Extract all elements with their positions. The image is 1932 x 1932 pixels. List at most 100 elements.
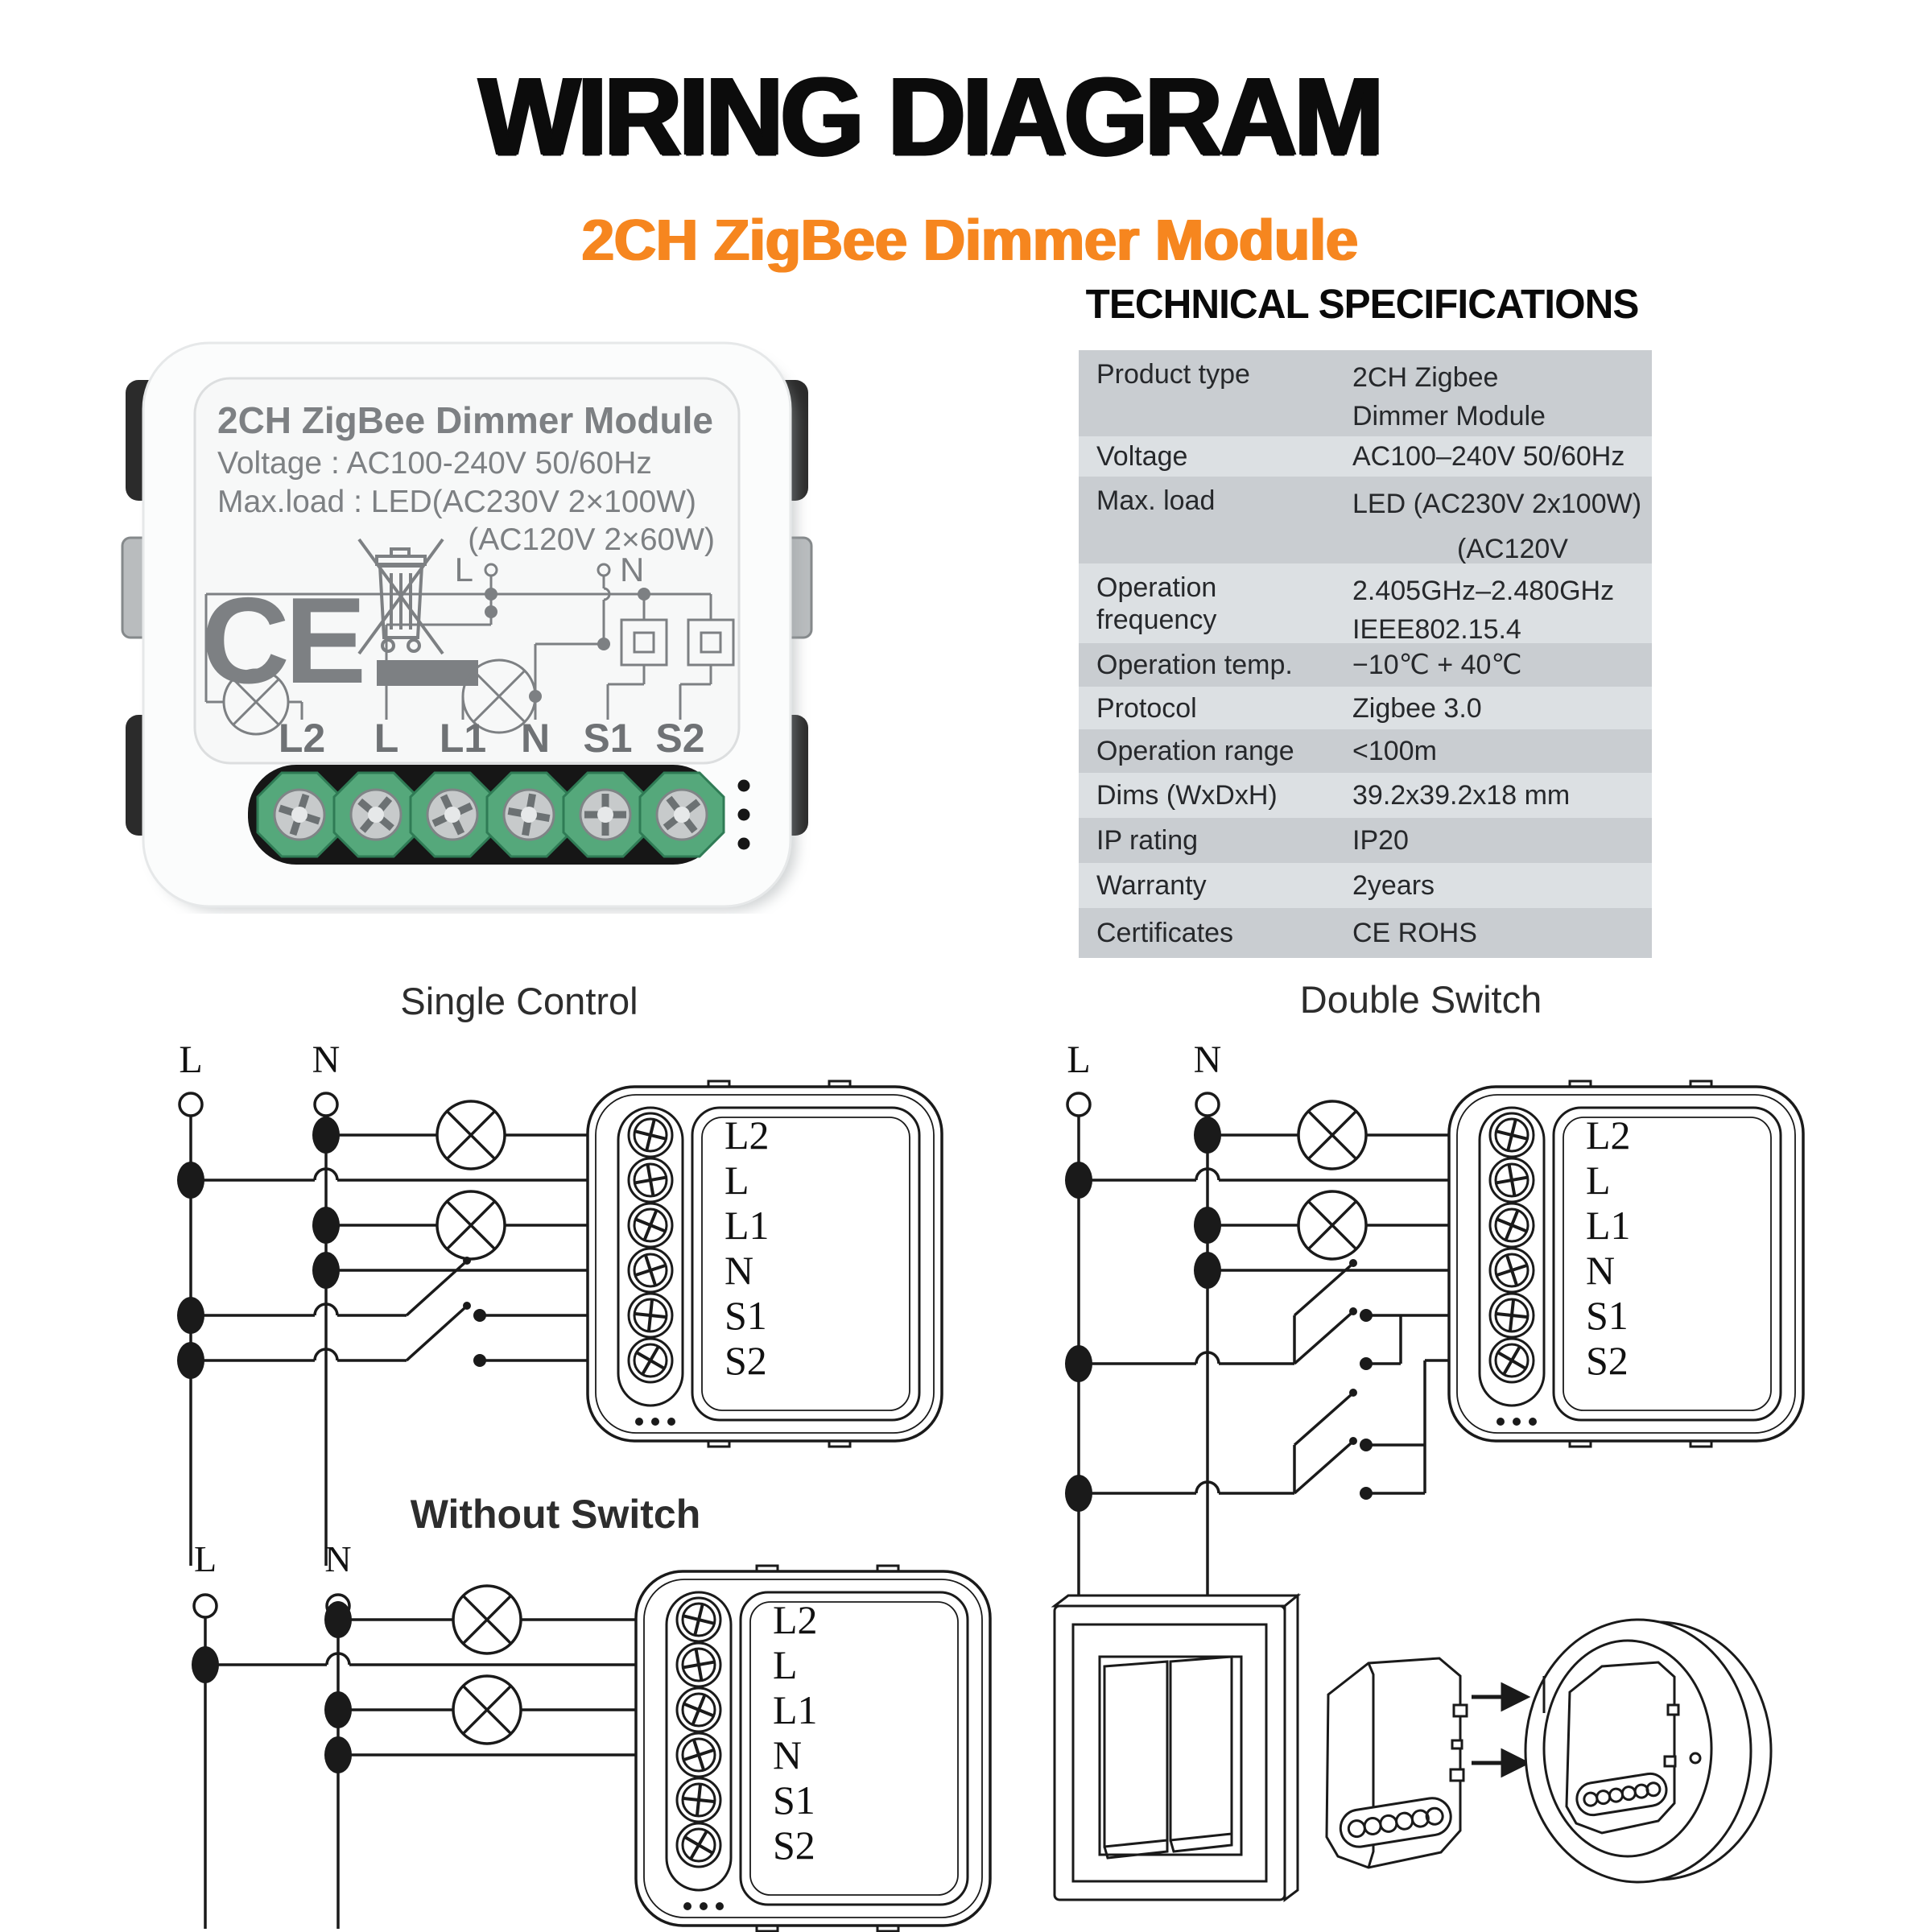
module-terminals-3d — [1339, 1797, 1452, 1848]
table-row: Max. load LED (AC230V 2x100W)(AC120V 2x6… — [1079, 477, 1652, 603]
lamp-symbol — [1297, 1190, 1368, 1261]
junction-dots — [1065, 1117, 1221, 1512]
table-row: Operation range <100m — [1079, 729, 1652, 773]
wall-switch — [1051, 1592, 1302, 1902]
module-3d — [1325, 1657, 1468, 1869]
terminal-label: L2 — [279, 716, 325, 761]
rail-label-l: L — [194, 1538, 217, 1579]
table-row: Voltage AC100–240V 50/60Hz — [1079, 436, 1652, 477]
wiring-diagrams: L2 L L1 N S1 S2 L N — [177, 1038, 1805, 1932]
supply-terminal — [1195, 1092, 1220, 1117]
terminal-label: S1 — [583, 716, 632, 761]
without-switch-heading: Without Switch — [410, 1492, 701, 1537]
spec-label: Warranty — [1096, 870, 1207, 901]
mini-n-label: N — [620, 551, 644, 588]
terminal-label: L — [374, 716, 399, 761]
page-title: WIRING DIAGRAM — [478, 55, 1384, 179]
spec-value: AC100–240V 50/60Hz — [1352, 441, 1625, 472]
spec-value: −10℃ + 40℃ — [1352, 650, 1522, 680]
product-maxload2-print: (AC120V 2×60W) — [468, 522, 715, 557]
table-row: Operation temp. −10℃ + 40℃ — [1079, 643, 1652, 687]
spec-label: Certificates — [1096, 918, 1234, 948]
double-switch-diagram: L N — [1065, 1038, 1805, 1642]
rocker-button — [1169, 1655, 1233, 1842]
lamp-symbol — [452, 1674, 522, 1745]
terminal-label: S2 — [655, 716, 704, 761]
spec-label: Product type — [1096, 359, 1250, 390]
dimmer-module — [586, 1080, 943, 1448]
table-row: Warranty 2years — [1079, 863, 1652, 908]
installation-illustration — [1051, 1592, 1773, 1902]
double-switch-heading: Double Switch — [1299, 978, 1542, 1021]
status-led-dots — [737, 779, 750, 850]
dimmer-module — [634, 1564, 992, 1932]
spec-label: Operation temp. — [1096, 650, 1293, 680]
lamp-symbol — [1297, 1100, 1368, 1170]
single-control-heading: Single Control — [400, 980, 638, 1022]
junction-dots — [177, 1117, 340, 1379]
spec-value: IP20 — [1352, 825, 1409, 856]
supply-terminal — [313, 1092, 339, 1117]
lamp-symbol — [452, 1584, 522, 1655]
terminal-block — [248, 765, 750, 865]
spec-value: CE ROHS — [1352, 918, 1477, 948]
rail-label-n: N — [324, 1538, 351, 1579]
spec-label: Max. load — [1096, 485, 1216, 516]
spec-label: Operation range — [1096, 736, 1294, 766]
dimmer-module — [1447, 1080, 1805, 1448]
spec-value: Zigbee 3.0 — [1352, 692, 1482, 724]
spec-value: 2years — [1352, 870, 1435, 901]
screw-terminals — [256, 771, 725, 858]
rail-label-l: L — [179, 1038, 202, 1081]
two-way-switch-s1 — [1079, 1259, 1489, 1370]
table-row: Protocol Zigbee 3.0 — [1079, 687, 1652, 729]
arrow-right-icon — [1472, 1682, 1531, 1712]
spec-label: IP rating — [1096, 825, 1199, 856]
page-subtitle: 2CH ZigBee Dimmer Module — [581, 208, 1359, 273]
lamp-symbol — [436, 1100, 506, 1170]
switch-symbol — [405, 1302, 486, 1367]
rail-label-n: N — [1194, 1038, 1222, 1081]
junction-dots — [192, 1601, 352, 1773]
two-way-switch-s2 — [1079, 1359, 1489, 1500]
spec-table-heading: TECHNICAL SPECIFICATIONS — [1085, 281, 1640, 327]
spec-value: <100m — [1352, 736, 1437, 766]
rail-label-n: N — [312, 1038, 341, 1081]
mini-l-label: L — [455, 551, 473, 588]
junction-box — [1524, 1618, 1773, 1884]
terminal-label: L1 — [440, 716, 486, 761]
spec-label: Voltage — [1096, 441, 1188, 472]
table-row: IP rating IP20 — [1079, 818, 1652, 863]
supply-terminal — [1066, 1092, 1092, 1117]
supply-terminal — [192, 1593, 218, 1619]
weee-bin-icon — [357, 538, 444, 655]
spec-label: Protocol — [1096, 692, 1197, 724]
table-row: Certificates CE ROHS — [1079, 908, 1652, 958]
ce-bar — [377, 660, 478, 686]
rocker-button — [1103, 1660, 1169, 1848]
terminal-name-row: L2 L L1 N S1 S2 — [279, 716, 705, 761]
module-in-box — [1565, 1661, 1680, 1835]
product-voltage-print: Voltage : AC100-240V 50/60Hz — [217, 446, 652, 481]
mini-schematic — [204, 563, 735, 736]
spec-value: 39.2x39.2x18 mm — [1352, 780, 1571, 811]
single-control-diagram: L N — [177, 1038, 943, 1566]
product-photo: 2CH ZigBee Dimmer Module Voltage : AC100… — [121, 341, 813, 911]
product-title-print: 2CH ZigBee Dimmer Module — [217, 399, 713, 441]
arrow-right-icon — [1472, 1748, 1531, 1778]
spec-label: Dims (WxDxH) — [1096, 780, 1278, 811]
terminal-label: N — [521, 716, 550, 761]
table-row: Dims (WxDxH) 39.2x39.2x18 mm — [1079, 773, 1652, 818]
without-switch-diagram: L N — [192, 1538, 992, 1932]
supply-terminal — [178, 1092, 204, 1117]
product-maxload-print: Max.load : LED(AC230V 2×100W) — [217, 485, 696, 519]
rail-label-l: L — [1067, 1038, 1090, 1081]
lamp-symbol — [436, 1190, 506, 1261]
switch-symbol — [405, 1257, 486, 1322]
